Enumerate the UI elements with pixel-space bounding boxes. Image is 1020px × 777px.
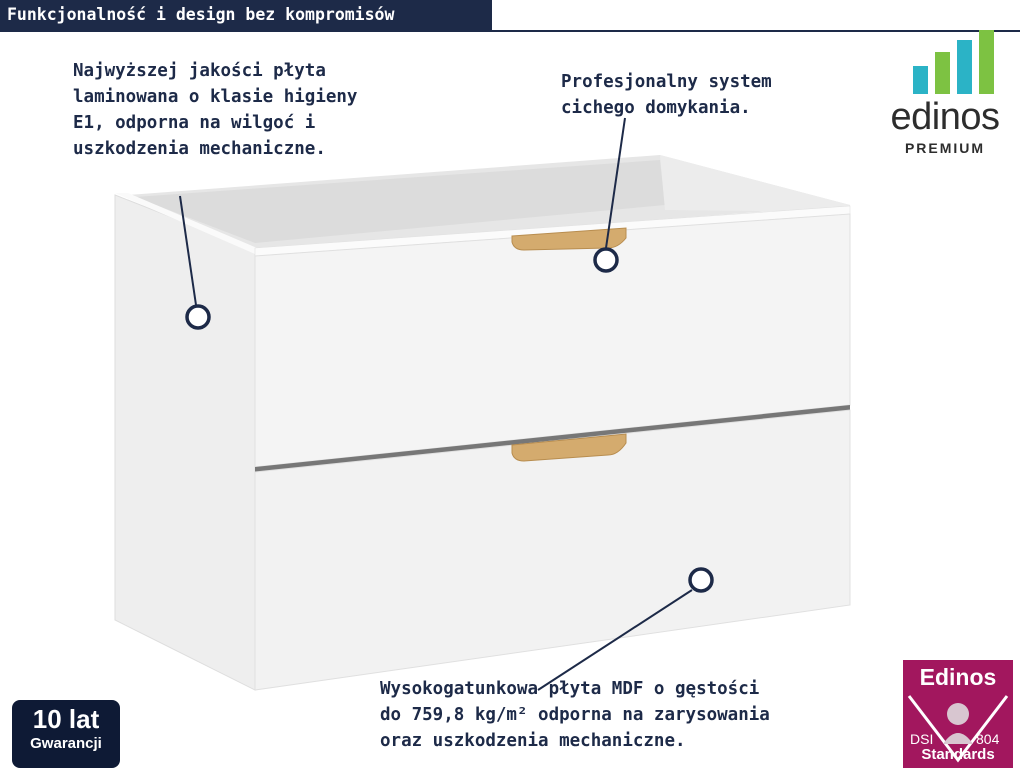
- brand-bar-4: [979, 30, 994, 94]
- standards-emblem-icon: [907, 695, 1009, 763]
- cabinet-back-edge: [660, 155, 850, 212]
- callout-1-marker: [185, 304, 211, 330]
- callout-3-marker: [688, 567, 714, 593]
- callout-3-leader: [537, 589, 693, 691]
- standards-badge: Edinos DSI 804 Standards: [903, 660, 1013, 768]
- callout-2-marker: [593, 247, 619, 273]
- cabinet-side-top-edge: [115, 193, 257, 254]
- brand-bar-2: [935, 52, 950, 94]
- brand-bar-1: [913, 66, 928, 94]
- drawer-gap: [255, 405, 850, 472]
- callout-1-leader: [179, 195, 197, 306]
- standards-badge-title: Edinos: [919, 664, 997, 690]
- callout-laminate-text: Najwyższej jakości płyta laminowana o kl…: [73, 61, 358, 159]
- brand-bar-3: [957, 40, 972, 94]
- callout-mdf-text: Wysokogatunkowa płyta MDF o gęstości do …: [380, 679, 770, 751]
- warranty-label: Gwarancji: [30, 735, 102, 752]
- page-title: Funkcjonalność i design bez kompromisów: [0, 0, 492, 30]
- standards-badge-subtitle: Standards: [921, 746, 995, 763]
- warranty-badge: 10 lat Gwarancji: [12, 700, 120, 768]
- standards-badge-number: 804: [976, 731, 1000, 747]
- brand-name: edinos: [890, 96, 1000, 138]
- cabinet-interior-back: [135, 160, 665, 243]
- brand-tier: PREMIUM: [904, 140, 986, 156]
- brand-bars-icon: [913, 30, 994, 94]
- callout-soft-close-text: Profesjonalny system cichego domykania.: [561, 72, 772, 118]
- cabinet-side-panel: [114, 194, 256, 691]
- edinos-premium-logo: edinos PREMIUM: [880, 30, 1010, 160]
- standards-badge-dsi: DSI: [910, 731, 934, 747]
- drawer-lower-front: [254, 409, 851, 691]
- drawer-lower-handle: [511, 433, 627, 462]
- header-divider: [0, 30, 1020, 32]
- warranty-years: 10 lat: [32, 704, 100, 734]
- callout-2-leader: [605, 117, 626, 249]
